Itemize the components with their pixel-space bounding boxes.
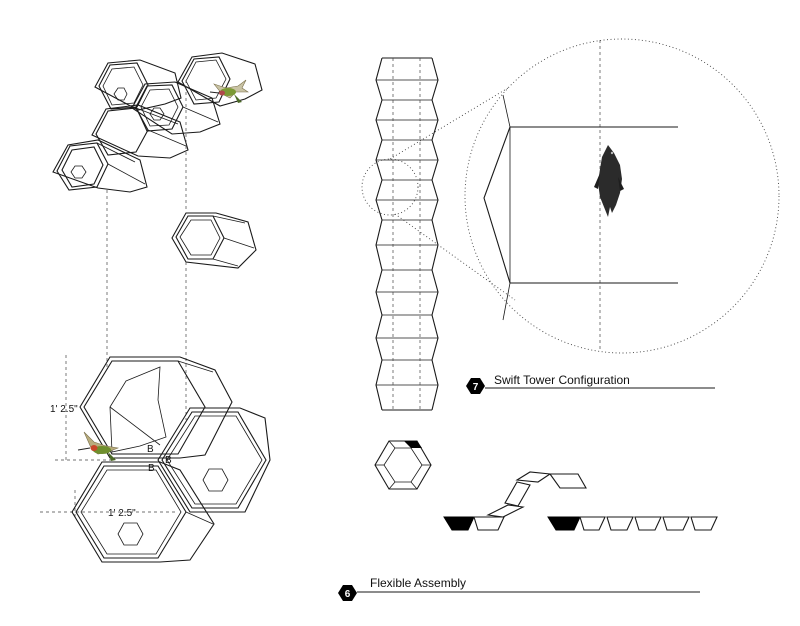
assembled-cluster: B B B 1' 2.5" 1' 2.5": [50, 356, 271, 563]
label-badge: [466, 378, 485, 394]
hex-module: [157, 407, 271, 513]
assembly-module-icon: [374, 440, 432, 490]
hex-module: [52, 139, 148, 193]
detail-magnifier: [464, 38, 780, 354]
joint-marker: B: [147, 444, 154, 455]
detail-callout-circle: [361, 158, 419, 216]
width-dimension-label: 1' 2.5": [108, 508, 136, 519]
height-dimension-label: 1' 2.5": [50, 404, 78, 415]
joint-marker: B: [148, 463, 155, 474]
flexible-assembly-caption: 6 Flexible Assembly: [338, 576, 700, 601]
zigzag-assembly: [443, 471, 587, 531]
hex-module: [71, 461, 215, 563]
label-badge: [338, 585, 357, 601]
joint-marker: B: [165, 455, 172, 466]
hex-module: [94, 59, 182, 111]
hex-module-detached: [171, 212, 257, 269]
swift-tower: [361, 57, 516, 411]
alignment-guides: [40, 80, 187, 520]
tower-segment-lines: [376, 79, 438, 386]
exploded-module-cluster: [52, 52, 263, 269]
hex-module-open: [79, 356, 233, 459]
hummingbird-illustration: [209, 79, 249, 103]
swift-tower-caption: 7 Swift Tower Configuration: [466, 373, 715, 394]
hummingbird-illustration: [77, 431, 120, 461]
hex-module: [177, 52, 263, 107]
label-badge-number: 7: [473, 382, 479, 393]
tower-right-edge: [431, 57, 439, 411]
straight-assembly: [547, 516, 718, 531]
swift-tower-title: Swift Tower Configuration: [494, 373, 630, 387]
tower-left-edge: [375, 57, 383, 411]
label-badge-number: 6: [345, 589, 351, 600]
flexible-assembly-title: Flexible Assembly: [370, 576, 466, 590]
hex-module: [131, 81, 221, 135]
chimney-swift-illustration: [594, 145, 624, 217]
